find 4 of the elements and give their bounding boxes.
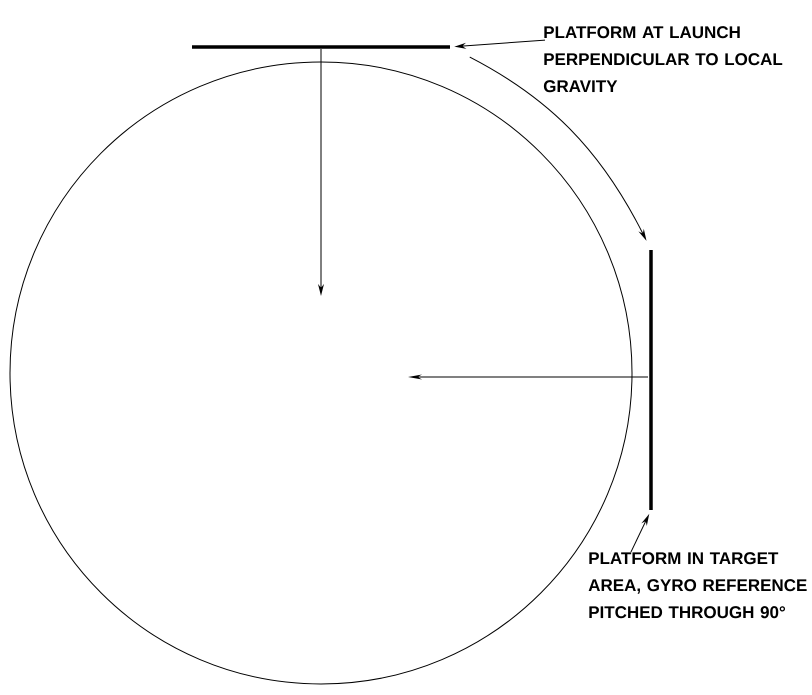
callout-text: PLATFORM IN TARGET AREA, GYRO REFERENCE PITCHED THROUGH 90° <box>588 552 807 618</box>
callout-text: PLATFORM AT LAUNCH PERPENDICULAR TO LOCAL GRAVITY <box>544 26 782 92</box>
platform-bar <box>192 45 450 49</box>
platform-bar <box>649 250 653 510</box>
